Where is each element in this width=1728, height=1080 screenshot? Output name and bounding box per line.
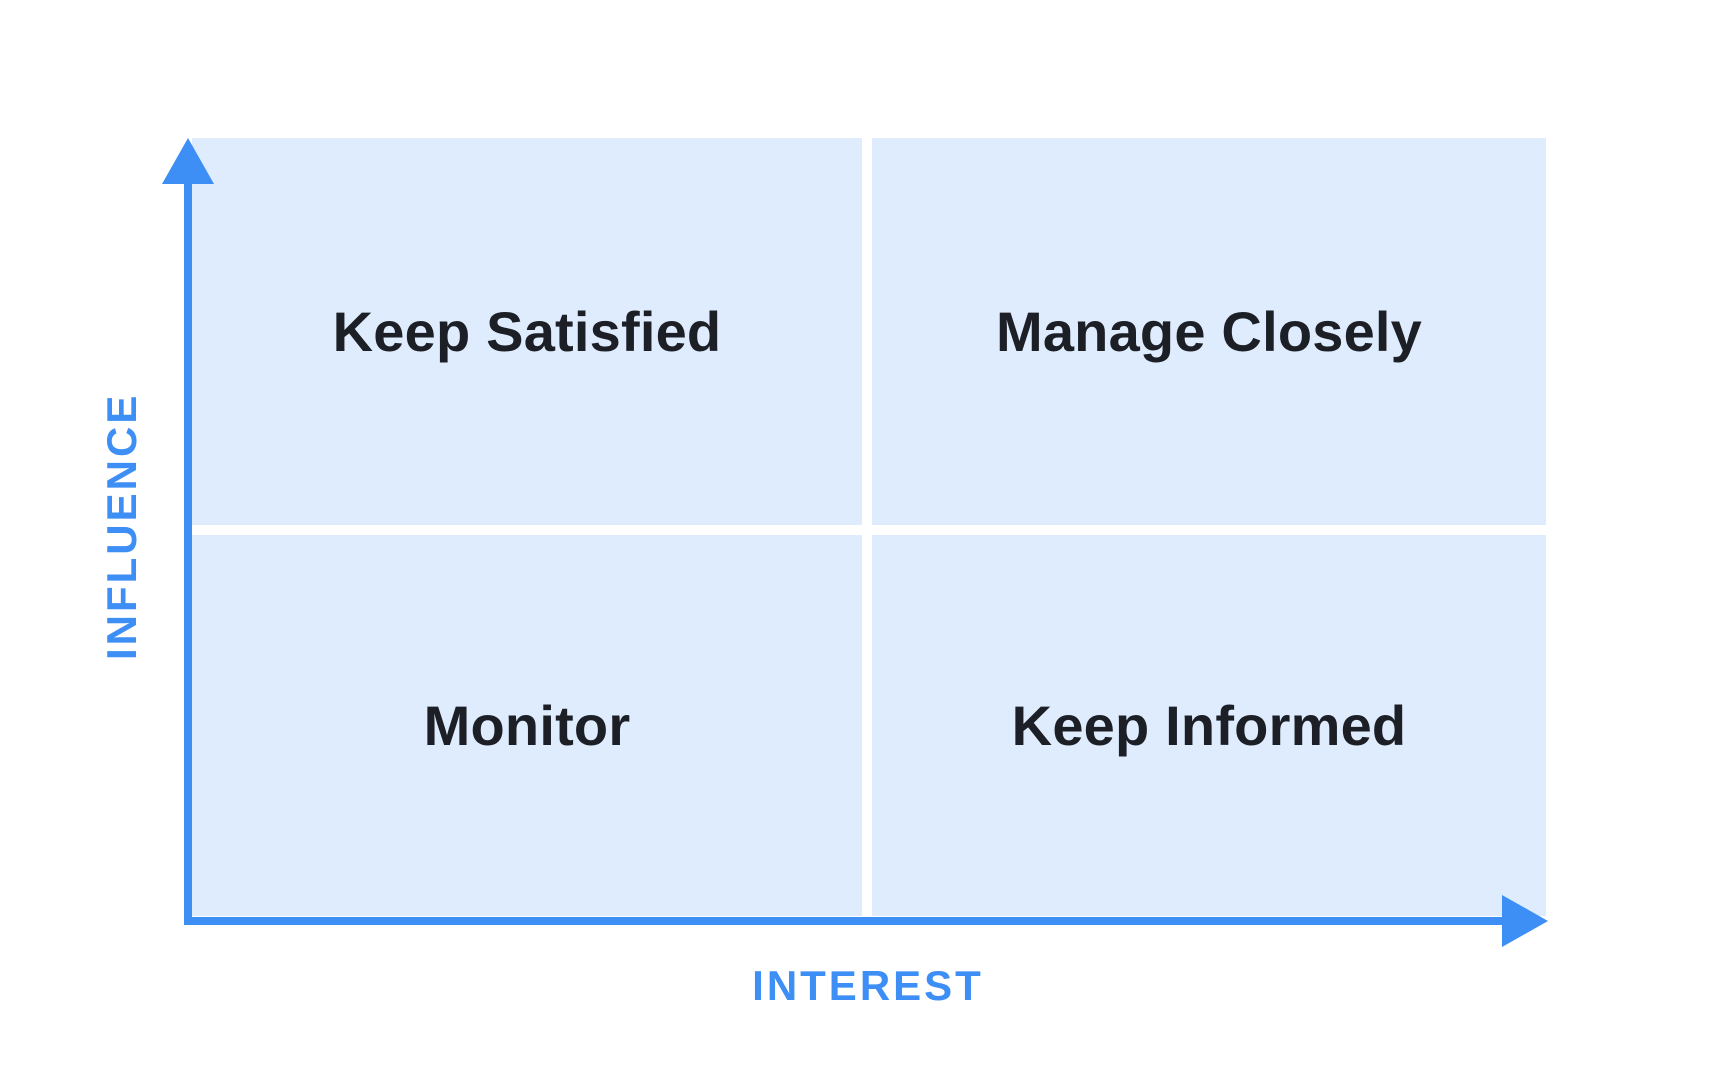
y-axis-arrowhead-icon bbox=[162, 138, 214, 184]
quadrant-label: Keep Informed bbox=[1011, 694, 1407, 757]
x-axis-arrowhead-icon bbox=[1502, 895, 1548, 947]
y-axis-label: INFLUENCE bbox=[98, 392, 145, 660]
quadrant-label: Manage Closely bbox=[995, 300, 1423, 363]
quadrant-monitor: Monitor bbox=[192, 535, 862, 916]
quadrant-manage-closely: Manage Closely bbox=[872, 138, 1546, 525]
quadrant-keep-informed: Keep Informed bbox=[872, 535, 1546, 916]
quadrant-keep-satisfied: Keep Satisfied bbox=[192, 138, 862, 525]
quadrant-label: Keep Satisfied bbox=[332, 300, 722, 363]
quadrant-label: Monitor bbox=[423, 694, 631, 757]
x-axis-label: INTEREST bbox=[752, 962, 984, 1009]
y-axis-label-wrap: INFLUENCE bbox=[98, 392, 148, 660]
